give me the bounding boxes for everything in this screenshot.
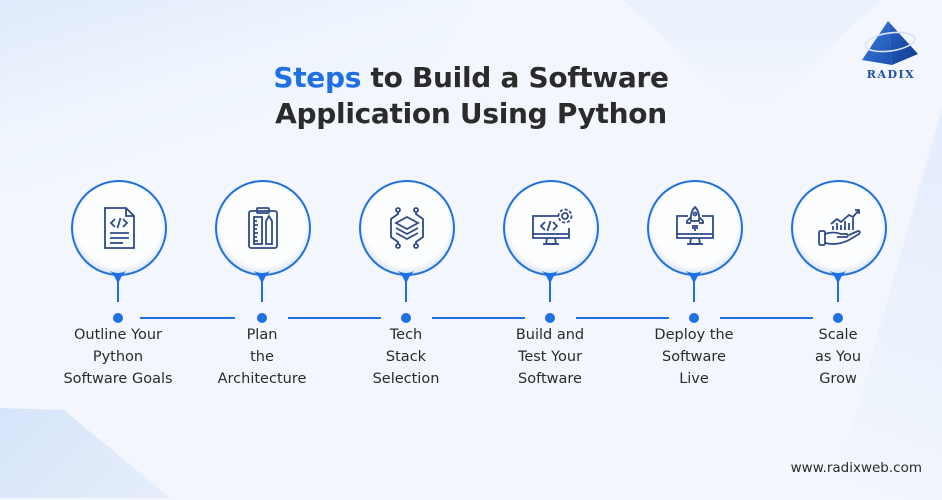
connector-line-1 xyxy=(140,317,235,319)
label-line: Tech xyxy=(389,327,423,343)
label-line: Build and xyxy=(515,327,585,343)
layered-stack-circuit-icon xyxy=(390,207,424,249)
label-line: the xyxy=(250,349,274,365)
pin-stem xyxy=(549,280,551,302)
label-line: Test Your xyxy=(517,349,583,365)
connector-line-4 xyxy=(576,317,669,319)
label-line: Stack xyxy=(385,349,427,365)
label-line: Architecture xyxy=(217,371,307,387)
label-line: Selection xyxy=(372,371,440,387)
step-1-circle xyxy=(71,180,167,276)
label-line: Outline Your xyxy=(73,327,163,343)
step-5-label: Deploy the Software Live xyxy=(619,324,769,390)
timeline-dot xyxy=(401,313,411,323)
label-line: as You xyxy=(814,349,862,365)
step-3-circle xyxy=(359,180,455,276)
logo-text: RADIX xyxy=(866,68,916,81)
pin-tip xyxy=(110,271,126,285)
connector-line-5 xyxy=(720,317,813,319)
label-line: Scale xyxy=(818,327,858,343)
step-2-label: Plan the Architecture xyxy=(187,324,337,390)
timeline-dot xyxy=(833,313,843,323)
pin-tip xyxy=(830,271,846,285)
label-line: Software xyxy=(518,371,582,387)
monitor-rocket-icon xyxy=(676,205,714,245)
pin-stem xyxy=(837,280,839,302)
step-4-circle xyxy=(503,180,599,276)
timeline-dot xyxy=(545,313,555,323)
pin-tip xyxy=(254,271,270,285)
website-url: www.radixweb.com xyxy=(790,460,922,476)
monitor-code-gear-icon xyxy=(532,208,573,245)
pin-tip xyxy=(542,271,558,285)
timeline-dot xyxy=(257,313,267,323)
hand-growth-chart-icon xyxy=(818,209,861,246)
background-shape-bottom-left xyxy=(0,408,170,498)
connector-line-3 xyxy=(432,317,525,319)
step-1-label: Outline Your Python Software Goals xyxy=(43,324,193,390)
label-line: Software xyxy=(662,349,726,365)
pin-stem xyxy=(117,280,119,302)
pin-stem xyxy=(261,280,263,302)
label-line: Python xyxy=(92,349,144,365)
title-line-2: Application Using Python xyxy=(275,97,667,130)
radix-logo: RADIX xyxy=(852,18,930,90)
step-5-circle xyxy=(647,180,743,276)
label-line: Deploy the xyxy=(654,327,734,343)
clipboard-ruler-pencil-icon xyxy=(248,207,278,249)
step-3-label: Tech Stack Selection xyxy=(331,324,481,390)
page-title: Steps to Build a Software Application Us… xyxy=(0,60,942,132)
step-2-circle xyxy=(215,180,311,276)
timeline-dot xyxy=(689,313,699,323)
label-line: Plan xyxy=(246,327,278,343)
pin-stem xyxy=(405,280,407,302)
pin-tip xyxy=(686,271,702,285)
pyramid-icon xyxy=(862,21,918,65)
connector-line-2 xyxy=(288,317,381,319)
background-shape-right xyxy=(831,80,942,500)
title-line-1: Steps to Build a Software xyxy=(0,60,942,96)
title-line-1-rest: to Build a Software xyxy=(361,61,669,94)
step-6-circle xyxy=(791,180,887,276)
title-accent: Steps xyxy=(273,61,362,94)
code-document-icon xyxy=(104,207,135,249)
step-6-label: Scale as You Grow xyxy=(763,324,913,390)
timeline-dot xyxy=(113,313,123,323)
step-4-label: Build and Test Your Software xyxy=(475,324,625,390)
pin-stem xyxy=(693,280,695,302)
label-line: Live xyxy=(679,371,709,387)
label-line: Software Goals xyxy=(63,371,173,387)
label-line: Grow xyxy=(819,371,857,387)
pin-tip xyxy=(398,271,414,285)
